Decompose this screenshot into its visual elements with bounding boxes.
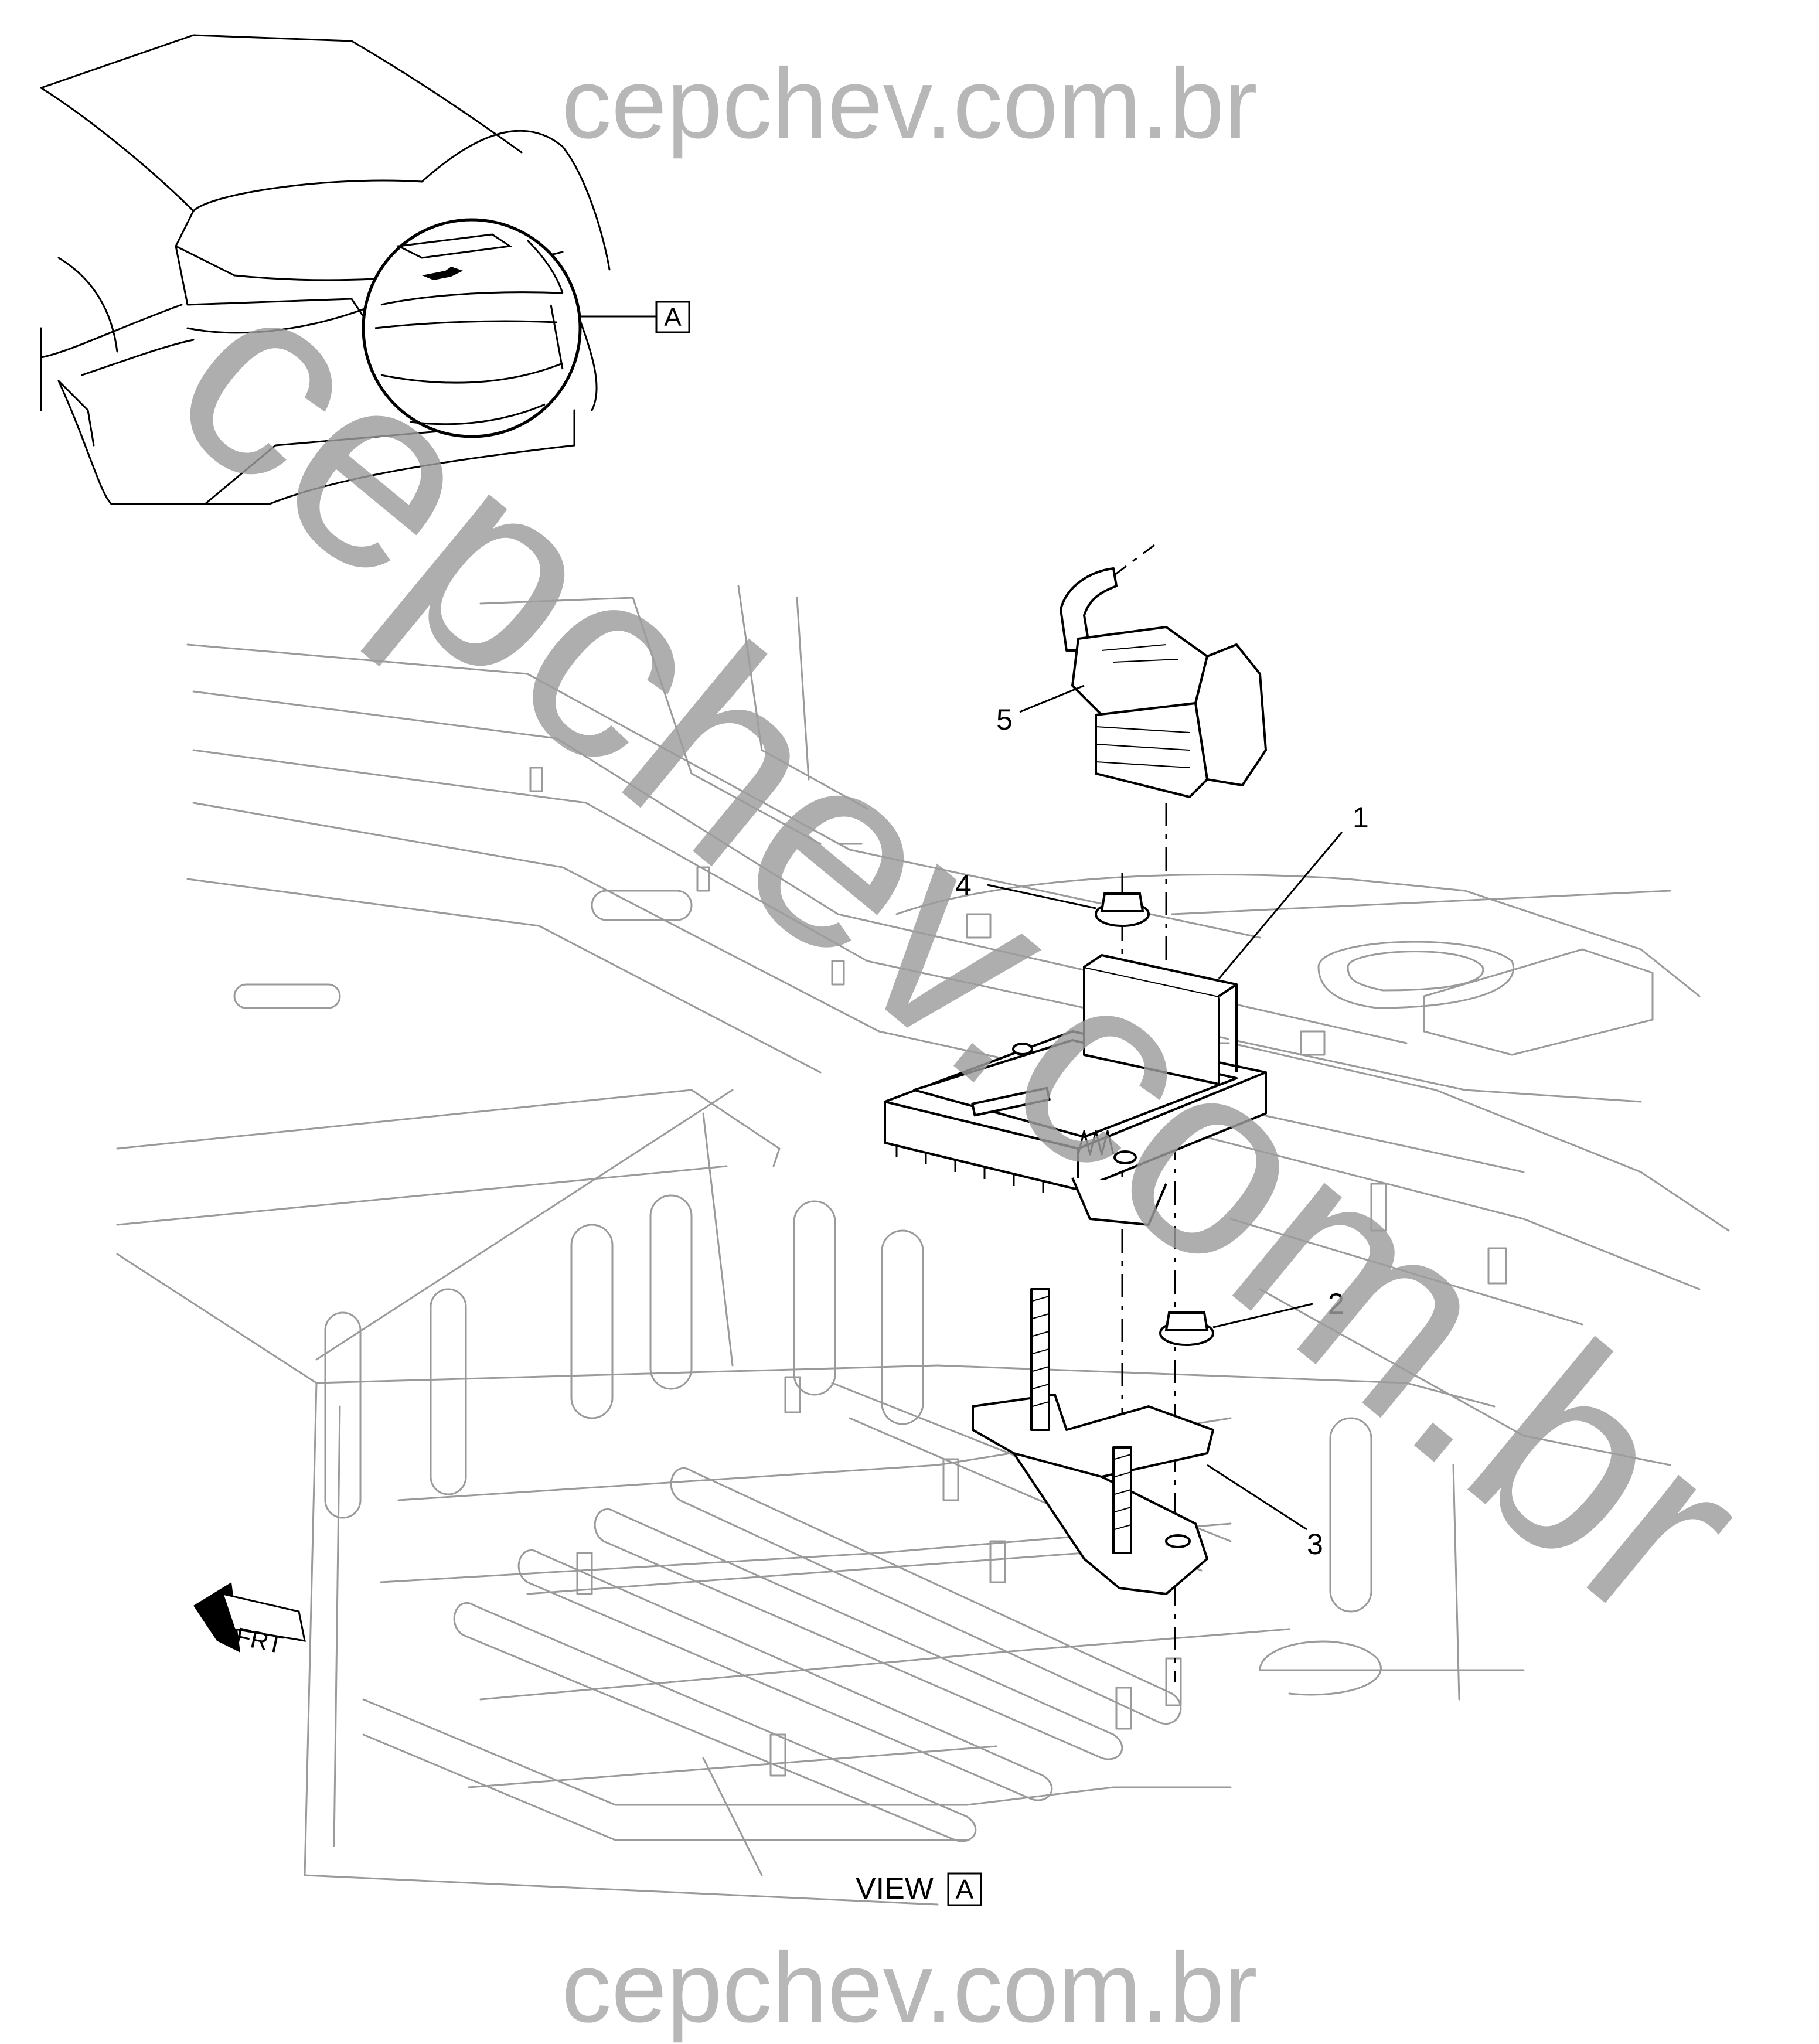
front-direction-indicator: FRT bbox=[193, 1582, 306, 1659]
callout-number-4: 4 bbox=[955, 869, 972, 902]
view-label-letter: A bbox=[956, 1874, 974, 1905]
callout-number-3: 3 bbox=[1307, 1528, 1323, 1561]
callout-number-5: 5 bbox=[996, 703, 1013, 736]
callout-leaders bbox=[987, 684, 1343, 1531]
view-label-box bbox=[947, 1872, 982, 1906]
connector-part-5 bbox=[1060, 567, 1267, 798]
callout-number-1: 1 bbox=[1353, 801, 1369, 834]
module-part-1 bbox=[884, 954, 1267, 1226]
detail-magnifier-circle bbox=[362, 218, 582, 438]
bracket-part-3 bbox=[972, 1288, 1214, 1595]
view-callout-letter: A bbox=[664, 303, 682, 332]
view-label-text: VIEW bbox=[856, 1872, 934, 1906]
view-callout-box bbox=[655, 301, 690, 333]
watermark-top: cepchev.com.br bbox=[561, 48, 1257, 159]
callout-number-2: 2 bbox=[1328, 1287, 1344, 1320]
nut-part-2 bbox=[1159, 1311, 1214, 1346]
nut-part-4 bbox=[1095, 892, 1150, 927]
watermark-bottom: cepchev.com.br bbox=[561, 1932, 1257, 2043]
